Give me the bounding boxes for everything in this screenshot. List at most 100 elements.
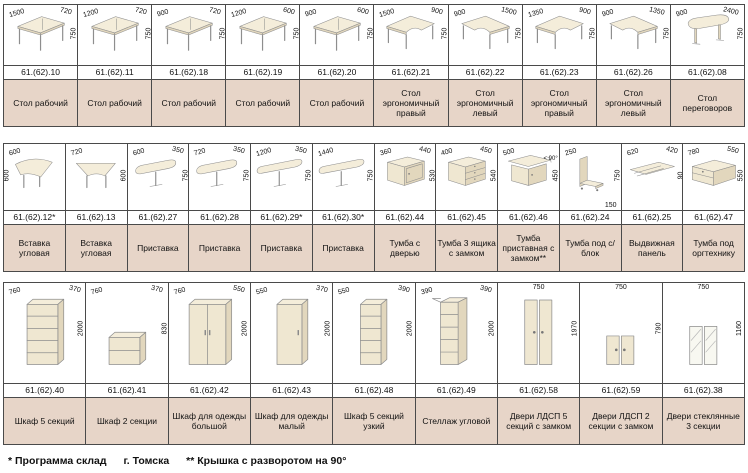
item-code: 61.(62).12* [4, 210, 65, 225]
wardrobe-1door-icon [276, 298, 309, 365]
item-name: Стол эргономичный правый [522, 80, 596, 126]
shelf-2-icon [109, 331, 147, 365]
item-code: 61.(62).28 [189, 210, 250, 225]
item-name: Стол рабочий [226, 80, 300, 126]
dimension-label: 1970 [571, 320, 579, 337]
item-name: Шкаф 5 секций [4, 398, 86, 444]
desk-erg-right-icon [535, 15, 584, 50]
footnote-lid: ** Крышка с разворотом на 90° [186, 455, 347, 467]
item-code: 61.(62).59 [580, 383, 662, 398]
item-code: 61.(62).27 [127, 210, 189, 225]
item-name: Выдвижная панель [621, 225, 683, 271]
item-code: 61.(62).11 [78, 65, 152, 80]
footnote-warehouse: * Программа склад [8, 455, 107, 467]
dimension-label: 750 [441, 27, 448, 40]
dimension-label: 600 [4, 169, 11, 182]
dimension-label: 90 [677, 171, 683, 180]
corner-insert-2-icon [75, 163, 116, 189]
item-name: Стеллаж угловой [415, 398, 497, 444]
dimension-label: 2000 [488, 320, 496, 337]
item-code: 61.(62).42 [168, 383, 250, 398]
dimension-label: 750 [144, 27, 152, 40]
desk-erg-left-icon [461, 15, 510, 50]
dimension-label: 750 [243, 169, 250, 182]
item-name: Двери ЛДСП 5 секций с замком [497, 398, 580, 444]
dimension-label: 750 [293, 27, 300, 40]
item-name: Приставка [127, 225, 189, 271]
desk-conference-icon [687, 14, 729, 45]
item-code: 61.(62).38 [662, 383, 744, 398]
dimension-label: 750 [697, 284, 710, 291]
extension-long-icon [256, 159, 303, 187]
dimension-label: 790 [655, 322, 662, 335]
dimension-label: 150 [604, 202, 617, 209]
dimension-label: 750 [305, 169, 312, 182]
item-code: 61.(62).40 [4, 383, 86, 398]
dimension-label: < 90° [543, 156, 558, 162]
item-name: Вставка угловая [65, 225, 127, 271]
item-name: Тумба приставная с замком** [498, 225, 559, 271]
item-code: 61.(62).21 [374, 65, 448, 80]
dimension-label: 750 [737, 27, 744, 40]
extension-icon [196, 159, 238, 187]
item-name: Стол эргономичный правый [374, 80, 448, 126]
desk-icon [91, 16, 139, 51]
doors-glass-icon [688, 326, 717, 365]
dimension-label: 600 [120, 169, 127, 182]
dimension-label: 750 [532, 284, 545, 291]
wardrobe-2door-icon [188, 298, 232, 365]
item-name: Стол рабочий [78, 80, 152, 126]
desk-icon [313, 16, 361, 51]
dimension-label: 540 [490, 169, 497, 182]
shelf-5-icon [26, 298, 65, 365]
item-code: 61.(62).44 [374, 210, 436, 225]
tumba-office-icon [692, 159, 737, 186]
item-name: Приставка [189, 225, 250, 271]
item-name: Двери ЛДСП 2 секции с замком [580, 398, 662, 444]
item-code: 61.(62).45 [436, 210, 497, 225]
item-code: 61.(62).18 [152, 65, 226, 80]
dimension-label: 750 [181, 169, 189, 182]
dimension-label: 750 [70, 27, 78, 40]
item-name: Шкаф 2 секции [86, 398, 168, 444]
dimension-label: 750 [589, 27, 596, 40]
corner-insert-icon [15, 158, 53, 189]
item-code: 61.(62).19 [226, 65, 300, 80]
item-name: Приставка [312, 225, 374, 271]
dimension-label: 2000 [406, 320, 414, 337]
item-name: Стол рабочий [300, 80, 374, 126]
tumba-drawers-icon [448, 156, 486, 186]
item-code: 61.(62).41 [86, 383, 168, 398]
item-name: Приставка [251, 225, 312, 271]
shelf-corner-icon [431, 297, 467, 365]
item-name: Тумба под с/блок [559, 225, 621, 271]
item-code: 61.(62).46 [498, 210, 559, 225]
